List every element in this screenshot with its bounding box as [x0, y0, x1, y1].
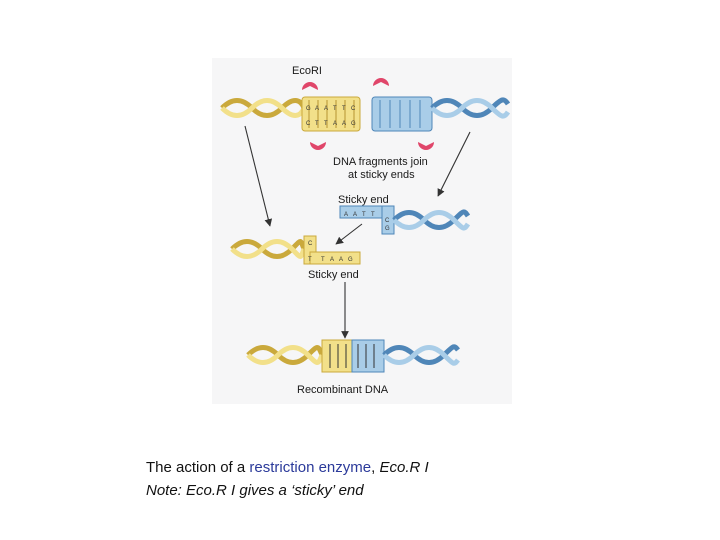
sticky-lower-base: T: [308, 257, 312, 263]
caption-prefix: The action of a: [146, 459, 249, 476]
cut-top-base: A: [324, 106, 328, 112]
sticky-upper-base: A: [344, 212, 348, 218]
sticky-upper-base: A: [353, 212, 357, 218]
sticky-lower-base: T: [321, 257, 325, 263]
sticky-end-lower-label: Sticky end: [308, 269, 359, 281]
restriction-enzyme-link[interactable]: restriction enzyme: [249, 459, 371, 476]
cut-top-base: T: [333, 106, 337, 112]
join-label-line2: at sticky ends: [348, 169, 415, 181]
cut-top-base: A: [315, 106, 319, 112]
sticky-upper-base: T: [371, 212, 375, 218]
recombinant-blue-part: [352, 340, 384, 372]
cut-bottom-base: T: [324, 121, 328, 127]
cut-bottom-base: A: [333, 121, 337, 127]
sticky-upper-base: G: [385, 226, 390, 232]
cut-top-base: C: [351, 106, 356, 112]
cut-top-base: T: [342, 106, 346, 112]
join-label-line1: DNA fragments join: [333, 156, 428, 168]
cut-bottom-base: C: [306, 121, 311, 127]
sticky-upper-base: T: [362, 212, 366, 218]
cut-bottom-base: T: [315, 121, 319, 127]
blue-duplex-top: [372, 97, 432, 131]
caption: The action of a restriction enzyme, Eco.…: [146, 456, 429, 502]
enzyme-label: EcoRI: [292, 65, 322, 77]
sticky-lower-base: A: [330, 257, 334, 263]
recombinant-yellow-part: [322, 340, 352, 372]
sticky-end-upper-label: Sticky end: [338, 194, 389, 206]
caption-line-1: The action of a restriction enzyme, Eco.…: [146, 456, 429, 479]
sticky-lower-base: C: [308, 241, 313, 247]
enzyme-name: Eco.R I: [379, 459, 428, 476]
sticky-lower-base: A: [339, 257, 343, 263]
sticky-upper-base: C: [385, 218, 390, 224]
restriction-enzyme-diagram: G A A T T C C T T A A G EcoRI DNA fragme…: [0, 0, 720, 450]
caption-note: Note: Eco.R I gives a ‘sticky’ end: [146, 479, 429, 502]
cut-top-base: G: [306, 106, 311, 112]
recombinant-label: Recombinant DNA: [297, 384, 389, 396]
cut-bottom-base: A: [342, 121, 346, 127]
cut-bottom-base: G: [351, 121, 356, 127]
sticky-lower-base: G: [348, 257, 353, 263]
